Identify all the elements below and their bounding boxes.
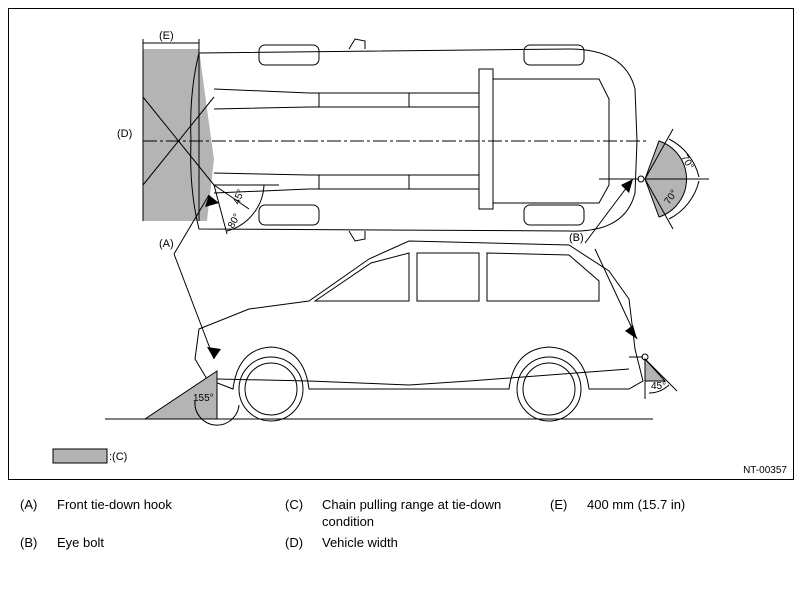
label-b: (B) bbox=[569, 232, 584, 244]
legend-text: Front tie-down hook bbox=[57, 497, 172, 512]
front-shade-region bbox=[143, 49, 214, 221]
legend-key: (D) bbox=[285, 535, 304, 550]
legend-key: (E) bbox=[550, 497, 568, 512]
legend: (A) Front tie-down hook (B) Eye bolt (C)… bbox=[0, 490, 804, 600]
legend-key: (B) bbox=[20, 535, 38, 550]
angle-rear-side: 45° bbox=[651, 381, 666, 392]
angle-front-top-a: 45° bbox=[231, 188, 247, 206]
top-view bbox=[142, 38, 649, 242]
tie-down-diagram: 70° 70° 45° 80° 155° 45° bbox=[52, 30, 709, 464]
legend-key: (A) bbox=[20, 497, 38, 512]
label-a: (A) bbox=[159, 238, 174, 250]
car-body-side bbox=[194, 240, 644, 390]
shade-swatch bbox=[52, 448, 108, 464]
label-d: (D) bbox=[117, 128, 132, 140]
figure-code: NT-00357 bbox=[743, 465, 787, 476]
label-c-key: :(C) bbox=[109, 451, 127, 463]
car-body-top bbox=[190, 48, 638, 232]
legend-text: Chain pulling range at tie-down conditio… bbox=[322, 497, 502, 529]
diagram-frame: 70° 70° 45° 80° 155° 45° bbox=[8, 8, 794, 480]
front-shade-side bbox=[143, 370, 218, 420]
angle-front-top-b: 80° bbox=[226, 212, 243, 231]
legend-text: Eye bolt bbox=[57, 535, 104, 550]
legend-text: 400 mm (15.7 in) bbox=[587, 497, 686, 512]
label-e: (E) bbox=[159, 30, 174, 42]
legend-text: Vehicle width bbox=[322, 535, 398, 550]
legend-key: (C) bbox=[285, 497, 304, 512]
angle-front-side: 155° bbox=[193, 393, 214, 404]
